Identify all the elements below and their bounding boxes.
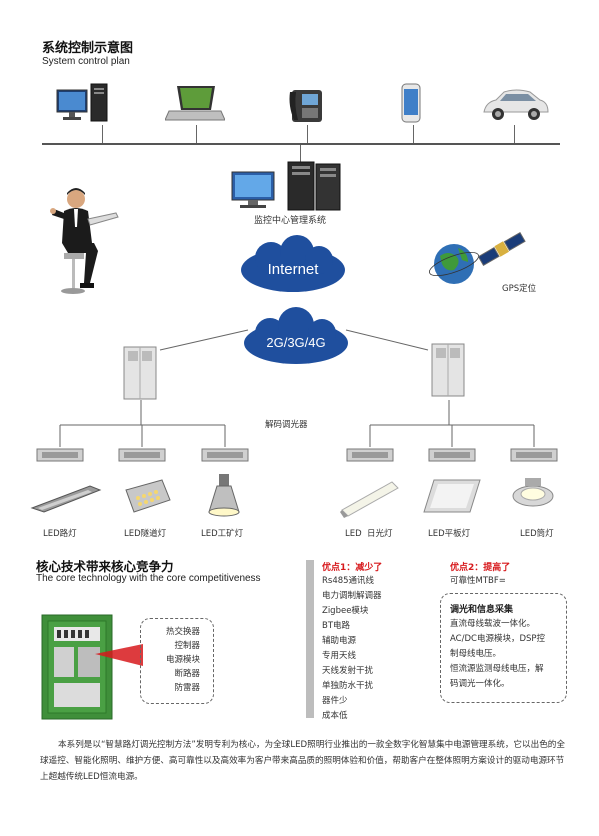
led-mining-lamp-icon bbox=[208, 474, 240, 517]
advantage1-item: Rs485通讯线 bbox=[322, 576, 375, 586]
decoder-dimmer-module bbox=[510, 448, 558, 462]
bus-drop bbox=[102, 125, 103, 143]
dimming-title: 调光和信息采集 bbox=[450, 605, 514, 615]
mobile-network-cloud bbox=[244, 307, 348, 364]
advantage1-item: 单独防水干扰 bbox=[322, 681, 374, 691]
cabinet-item: 防雷器 bbox=[174, 683, 200, 693]
advantage1-item: 专用天线 bbox=[322, 651, 357, 661]
internet-label: Internet bbox=[267, 261, 319, 278]
lamp-label: LED路灯 bbox=[43, 529, 77, 539]
gps-label: GPS定位 bbox=[502, 284, 537, 294]
decoder-dimmer-module bbox=[36, 448, 84, 462]
cabinet-item: 电源模块 bbox=[165, 655, 200, 665]
core-tech-subtitle: The core technology with the core compet… bbox=[36, 573, 261, 584]
dimming-line: 码调光一体化。 bbox=[450, 679, 510, 689]
decoder-dimmer-module bbox=[201, 448, 249, 462]
advantage1-item: 成本低 bbox=[322, 711, 348, 721]
led-tube-lamp-icon bbox=[340, 481, 399, 518]
advantage2-title: 优点2：提高了 bbox=[450, 563, 511, 573]
diagram-subtitle: System control plan bbox=[42, 56, 130, 67]
outdoor-power-cabinet-image bbox=[41, 614, 113, 720]
mobile-network-label: 2G/3G/4G bbox=[266, 335, 326, 350]
decoder-label: 解码调光器 bbox=[265, 420, 308, 430]
control-cabinet-left bbox=[123, 346, 157, 400]
decoder-wiring bbox=[59, 400, 535, 447]
advantage1-item: BT电路 bbox=[322, 621, 351, 631]
gray-divider-bar bbox=[306, 560, 314, 718]
dimming-line: 制母线电压。 bbox=[450, 649, 502, 659]
smartphone-icon bbox=[401, 83, 421, 123]
internet-cloud bbox=[241, 235, 345, 292]
dimming-line: 直流母线载波一体化。 bbox=[450, 619, 536, 629]
advantage1-item: 器件少 bbox=[322, 696, 348, 706]
car-icon bbox=[483, 89, 549, 120]
businessman-figure bbox=[50, 188, 119, 294]
bus-drop bbox=[514, 125, 515, 143]
diagram-title: 系统控制示意图 bbox=[42, 41, 134, 56]
dimming-info-box bbox=[440, 593, 567, 703]
advantage1-item: 辅助电源 bbox=[322, 636, 357, 646]
dimming-line: AC/DC电源模块，DSP控 bbox=[450, 634, 546, 644]
lamp-label: LED平板灯 bbox=[428, 529, 471, 539]
gps-satellite-globe-icon bbox=[429, 232, 526, 284]
lamp-label: LED 日光灯 bbox=[345, 529, 393, 539]
led-downlight-icon bbox=[512, 478, 554, 507]
bus-drop bbox=[196, 125, 197, 143]
decoder-dimmer-module bbox=[118, 448, 166, 462]
bus-drop bbox=[307, 125, 308, 143]
lamp-label: LED隧道灯 bbox=[124, 529, 167, 539]
laptop-icon bbox=[165, 86, 225, 121]
decoder-dimmer-module bbox=[346, 448, 394, 462]
advantage1-item: 电力调制解调器 bbox=[322, 591, 382, 601]
description-paragraph: 本系列是以“智慧路灯调光控制方法”发明专利为核心，为全球LED照明行业推出的一款… bbox=[40, 740, 565, 782]
dimming-line: 恒流源监测母线电压，解 bbox=[450, 664, 544, 674]
core-tech-title: 核心技术带来核心竞争力 bbox=[36, 559, 174, 574]
led-street-lamp-icon bbox=[30, 485, 102, 513]
control-cabinet-right bbox=[431, 343, 465, 397]
advantage1-item: 天线发射干扰 bbox=[322, 666, 374, 676]
cabinet-components-box bbox=[140, 618, 214, 704]
lamp-label: LED工矿灯 bbox=[201, 529, 244, 539]
cabinet-item: 断路器 bbox=[174, 669, 200, 679]
bus-to-center-line bbox=[300, 145, 301, 165]
desktop-computer-icon bbox=[56, 83, 108, 122]
cabinet-item: 热交换器 bbox=[165, 627, 200, 637]
monitoring-center-icon bbox=[231, 161, 341, 211]
bus-drop bbox=[413, 125, 414, 143]
advantage1-item: Zigbee模块 bbox=[322, 606, 369, 616]
connection-lines bbox=[159, 329, 429, 351]
advantage2-item: 可靠性MTBF= bbox=[450, 576, 506, 586]
pointer-arrow bbox=[95, 644, 143, 666]
telephone-icon bbox=[289, 90, 322, 122]
cabinet-item: 控制器 bbox=[174, 641, 200, 651]
led-tunnel-lamp-icon bbox=[125, 479, 171, 513]
network-bus-line bbox=[42, 143, 560, 145]
lamp-label: LED筒灯 bbox=[520, 529, 554, 539]
monitoring-center-label: 监控中心管理系统 bbox=[254, 216, 327, 226]
decoder-dimmer-module bbox=[428, 448, 476, 462]
led-panel-lamp-icon bbox=[423, 479, 481, 513]
advantage1-title: 优点1：减少了 bbox=[322, 563, 383, 573]
